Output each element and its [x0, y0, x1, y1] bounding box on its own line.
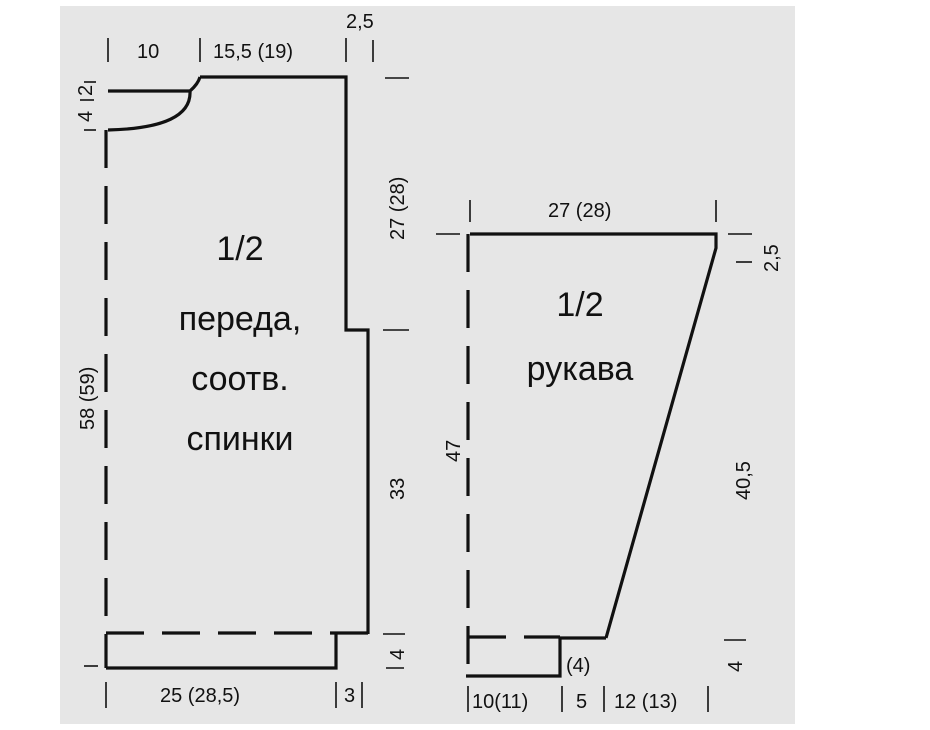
dim-sleeve-cuff-extra: (4) [566, 655, 590, 677]
dim-neck-depth-total: 4 [75, 111, 97, 122]
front-back-title-line-4: спинки [186, 420, 293, 458]
dim-shoulder-slope: 2,5 [346, 11, 374, 33]
dim-shoulder-width: 15,5 (19) [213, 41, 293, 63]
sleeve-piece: 1/2 рукава 27 (28) 2,5 40,5 4 47 (4) 10(… [436, 200, 783, 713]
sleeve-outline [466, 232, 718, 678]
sleeve-title-line-1: 1/2 [556, 286, 603, 324]
dim-hem-height: 4 [387, 649, 409, 660]
dim-sleeve-height: 47 [443, 440, 465, 462]
dim-sleeve-bottom-left: 10(11) [472, 691, 528, 713]
dim-sleeve-bottom-mid: 5 [576, 691, 587, 713]
front-back-title-line-3: соотв. [191, 360, 289, 398]
front-back-title-line-1: 1/2 [216, 230, 263, 268]
dim-sleeve-slant-edge: 40,5 [733, 461, 755, 500]
front-back-piece: 1/2 переда, соотв. спинки 10 15,5 (19) 2… [75, 11, 409, 708]
dim-sleeve-top-width: 27 (28) [548, 200, 611, 222]
sleeve-title-line-2: рукава [527, 350, 634, 388]
dim-neck-depth-back: 2 [75, 85, 97, 96]
front-back-outline [106, 75, 370, 670]
front-back-title-line-2: переда, [179, 300, 302, 338]
dim-total-length: 58 (59) [77, 367, 99, 430]
dim-side-ease: 3 [344, 685, 355, 707]
dim-half-width: 25 (28,5) [160, 685, 240, 707]
dim-armhole-height: 27 (28) [387, 177, 409, 240]
dim-side-length: 33 [387, 478, 409, 500]
dim-sleeve-top-slope: 2,5 [761, 244, 783, 272]
dim-neck-width: 10 [137, 41, 159, 63]
dim-sleeve-bottom-right: 12 (13) [614, 691, 677, 713]
paper-background [60, 6, 795, 724]
dim-sleeve-cuff-height: 4 [725, 661, 747, 672]
